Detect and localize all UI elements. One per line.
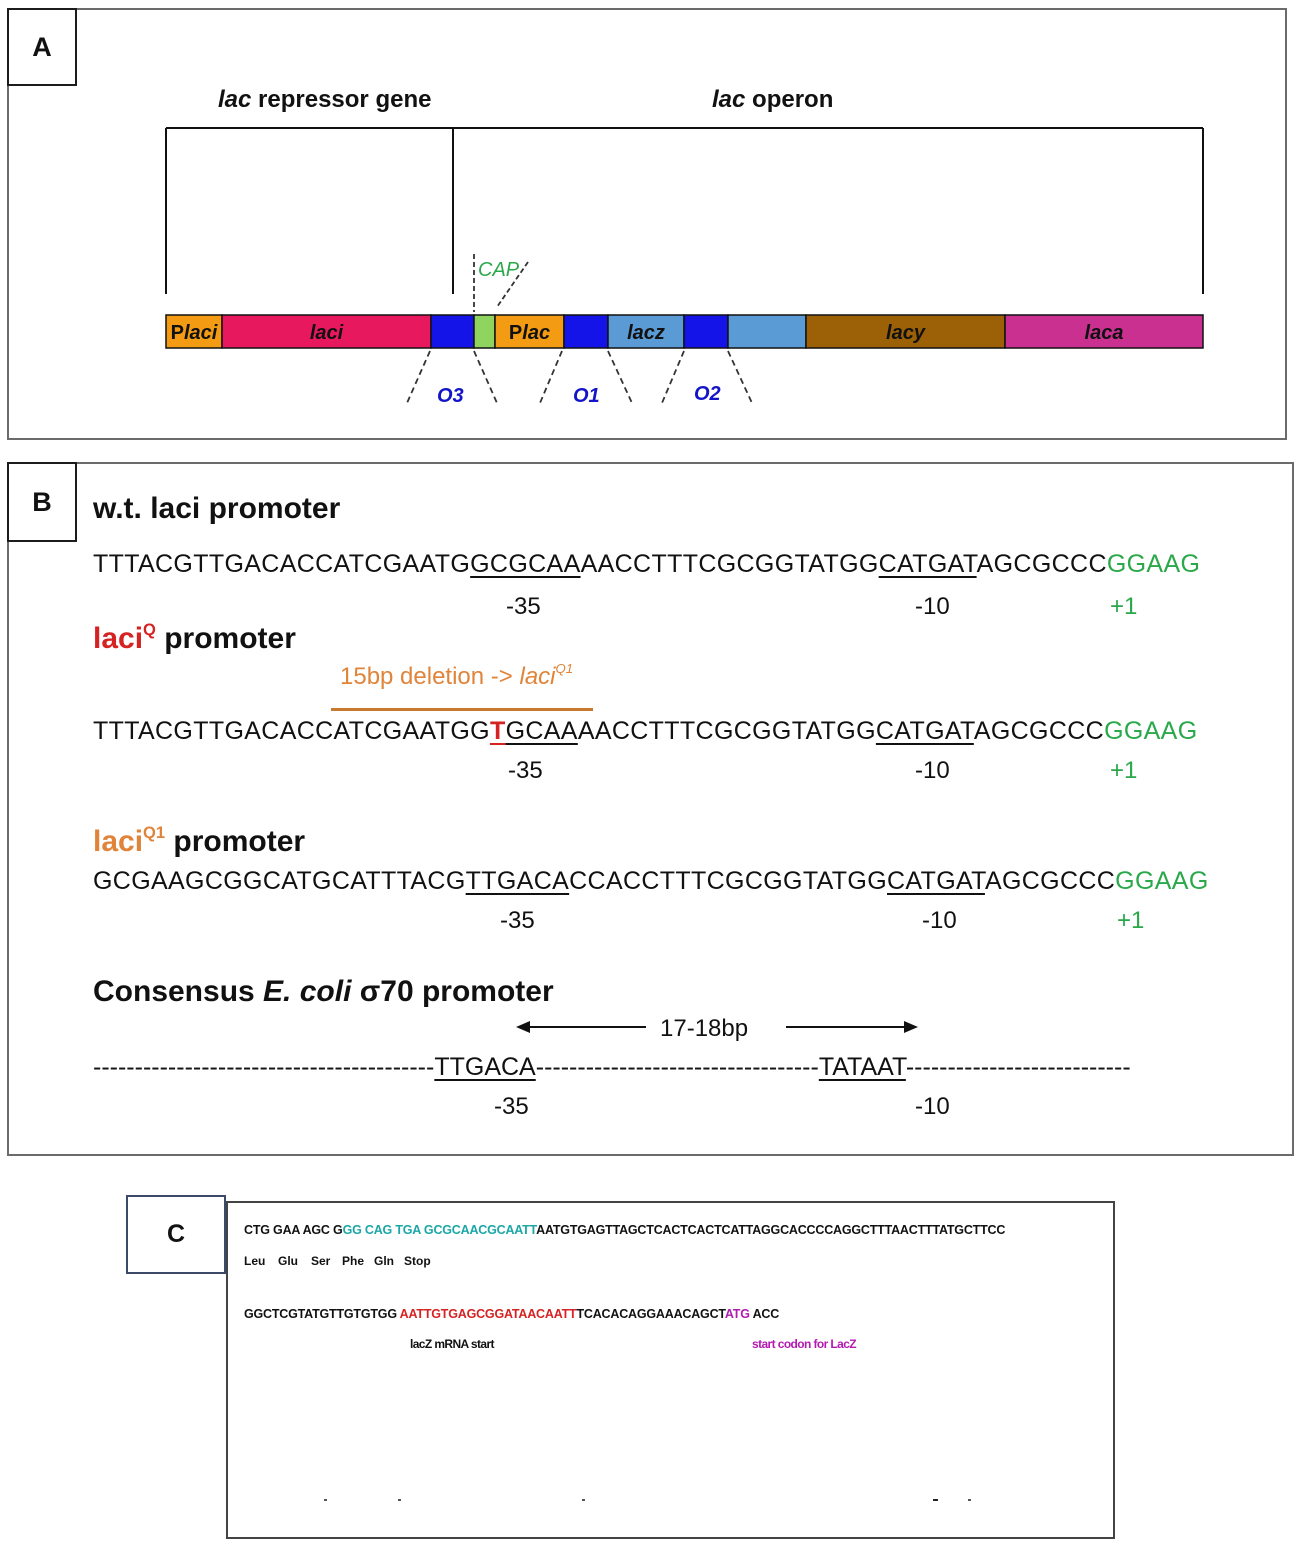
repressor-gene-label: lac repressor gene xyxy=(218,86,432,113)
panel-a-tag: A xyxy=(7,8,77,86)
segment-label-placi: Placi xyxy=(171,322,218,344)
speck xyxy=(933,1499,938,1501)
laciq1-start-site: GGAAG xyxy=(1115,867,1209,895)
segment-label-plac: Plac xyxy=(509,322,550,344)
segment-cap xyxy=(473,314,496,349)
cap-label: CAP xyxy=(478,259,520,281)
panel-c-line2: GGCTCGTATGTTGTGTGG AATTGTGAGCGGATAACAATT… xyxy=(244,1307,780,1321)
consensus-minus35-box: TTGACA xyxy=(434,1053,536,1081)
mrna-start-label: lacZ mRNA start xyxy=(410,1337,495,1351)
operator-o2-label: O2 xyxy=(694,383,721,405)
amino-acid-stop: Stop xyxy=(404,1254,431,1268)
cap-pointer xyxy=(473,254,529,312)
gene-bar: Placi laci Plac lacz lacy laca xyxy=(165,314,1204,349)
bracket-lines xyxy=(165,127,1204,294)
segment-label-laca: laca xyxy=(1085,322,1124,344)
wt-plus1-label: +1 xyxy=(1110,593,1138,620)
deletion-label: 15bp deletion -> laciQ1 xyxy=(340,661,574,690)
segment-label-lacz: lacz xyxy=(627,322,665,344)
laciq-sequence: TTTACGTTGACACCATCGAATGGTGCAAAACCTTTCGCGG… xyxy=(93,717,1198,745)
panel-b xyxy=(7,462,1294,1156)
laciq1-title: laciQ1 promoter xyxy=(93,823,306,858)
laciq1-sequence: GCGAAGCGGCATGCATTTACGTTGACACCACCTTTCGCGG… xyxy=(93,867,1209,895)
panel-c-tag: C xyxy=(126,1195,226,1274)
operator-o1-label: O1 xyxy=(573,385,600,407)
laciq-point-mutation: T xyxy=(489,717,506,745)
amino-acid-gln: Gln xyxy=(374,1254,394,1268)
consensus-minus10-box: TATAAT xyxy=(818,1053,906,1081)
panel-c-line1: CTG GAA AGC GGG CAG TGA GCGCAACGCAATTAAT… xyxy=(244,1223,1006,1237)
deletion-bar xyxy=(331,708,593,711)
start-codon-label: start codon for LacZ xyxy=(752,1337,857,1351)
consensus-minus10-label: -10 xyxy=(915,1093,950,1120)
speck xyxy=(324,1499,327,1501)
operator-o3-label: O3 xyxy=(437,385,464,407)
spacing-label: 17-18bp xyxy=(660,1015,749,1042)
wt-minus10-label: -10 xyxy=(915,593,950,620)
wt-minus35-label: -35 xyxy=(506,593,541,620)
segment-o1 xyxy=(563,314,609,349)
lac-operon-label: lac operon xyxy=(712,86,834,113)
laciq-minus10-box: CATGAT xyxy=(875,717,974,745)
wt-laci-title: w.t. laci promoter xyxy=(93,492,341,525)
amino-acid-glu: Glu xyxy=(278,1254,298,1268)
laciq1-minus35-label: -35 xyxy=(500,907,535,934)
segment-label-laci: laci xyxy=(310,322,344,344)
panel-b-tag: B xyxy=(7,462,77,542)
segment-lacy xyxy=(805,314,1006,349)
segment-laca xyxy=(1004,314,1204,349)
laciq-start-site: GGAAG xyxy=(1104,717,1198,745)
segment-o3 xyxy=(430,314,475,349)
wt-start-site: GGAAG xyxy=(1106,550,1201,578)
amino-acid-ser: Ser xyxy=(311,1254,331,1268)
consensus-minus35-label: -35 xyxy=(494,1093,529,1120)
operon-diagram: CAP Placi laci Plac lacz lacy laca O3 O1 O2 xyxy=(165,127,1204,407)
laciq1-plus1-label: +1 xyxy=(1117,907,1145,934)
laciq-plus1-label: +1 xyxy=(1110,757,1138,784)
wt-minus10-box: CATGAT xyxy=(878,550,977,578)
segment-placi xyxy=(165,314,223,349)
speck xyxy=(968,1499,971,1501)
spacing-arrows xyxy=(516,1021,918,1033)
laciq1-minus10-label: -10 xyxy=(922,907,957,934)
laciq-minus35-label: -35 xyxy=(508,757,543,784)
consensus-sequence: ----------------------------------------… xyxy=(93,1053,1131,1081)
segment-plac xyxy=(494,314,565,349)
speck xyxy=(582,1499,585,1501)
wt-laci-sequence: TTTACGTTGACACCATCGAATGGCGCAAAACCTTTCGCGG… xyxy=(93,550,1201,578)
segment-label-lacy: lacy xyxy=(886,322,926,344)
panel-c xyxy=(226,1201,1115,1539)
laciq-title: laciQ promoter xyxy=(93,620,296,655)
segment-lacz xyxy=(607,314,685,349)
panel-a xyxy=(7,8,1287,440)
amino-acid-phe: Phe xyxy=(342,1254,365,1268)
amino-acid-leu: Leu xyxy=(244,1254,266,1268)
consensus-title: Consensus E. coli σ70 promoter xyxy=(93,975,554,1008)
segment-o2 xyxy=(683,314,729,349)
segment-lacz2 xyxy=(727,314,807,349)
laciq1-minus10-box: CATGAT xyxy=(887,867,985,895)
segment-laci xyxy=(221,314,432,349)
laciq-minus10-label: -10 xyxy=(915,757,950,784)
speck xyxy=(398,1499,401,1501)
laciq1-minus35-box: TTGACA xyxy=(465,867,570,895)
wt-minus35-box: GCGCAA xyxy=(470,550,581,578)
